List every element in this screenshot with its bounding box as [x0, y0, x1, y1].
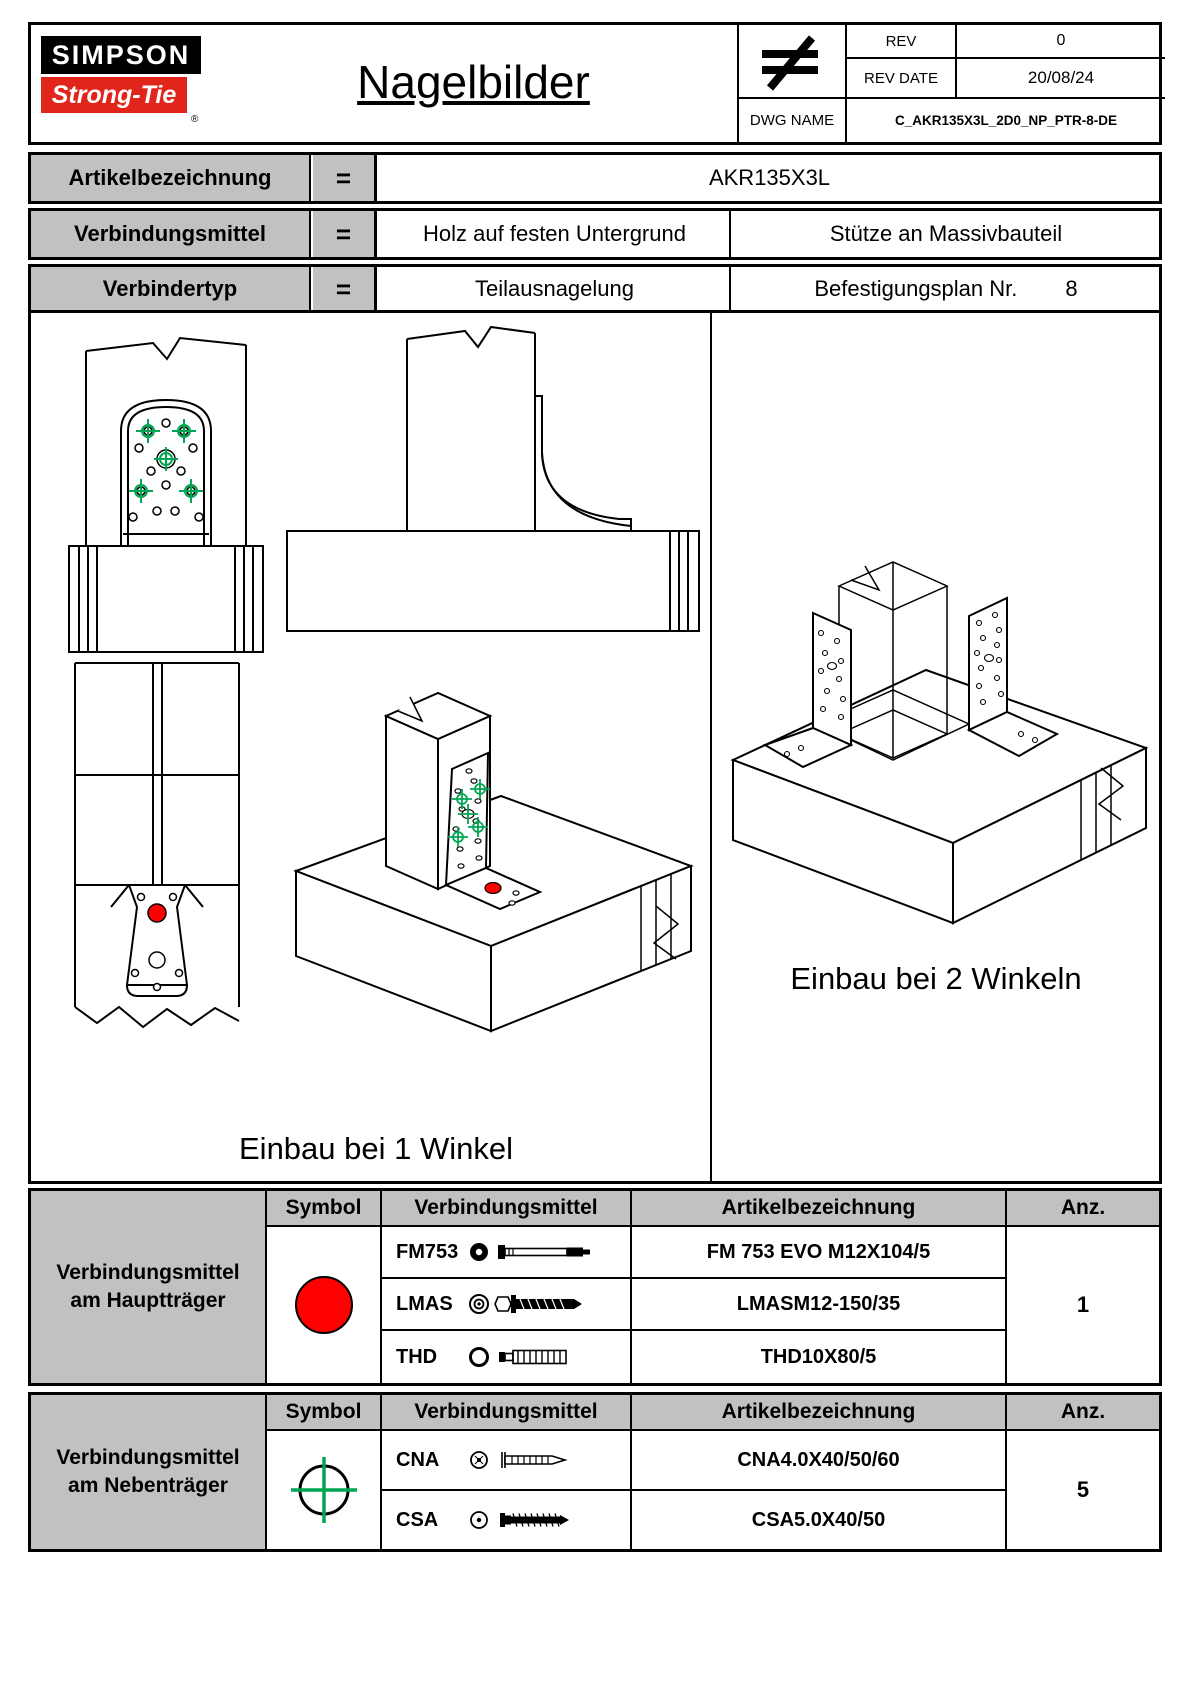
base-break-lines: [640, 874, 680, 971]
article-cell-lmas: LMASM12-150/35: [736, 1292, 901, 1315]
equals-cell: =: [313, 155, 377, 201]
info-label-cell: Verbindungsmittel: [31, 211, 311, 257]
simpson-strongtie-logo: SIMPSON Strong-Tie ®: [41, 36, 201, 125]
befestigungsplan-number: 8: [1065, 276, 1078, 301]
isometric-one-bracket-drawing: [293, 691, 694, 1033]
col-header-fastener: Verbindungsmittel: [382, 1395, 630, 1429]
col-header-article: Artikelbezeichnung: [632, 1191, 1005, 1225]
symbol-cell-red-circle: [267, 1227, 380, 1383]
bracket-right-holes: [973, 611, 1039, 744]
caption-two-brackets: Einbau bei 2 Winkeln: [790, 961, 1082, 996]
info-value-cell-1: Teilausnagelung: [380, 267, 731, 311]
symbol-cell-green-crosshair: [267, 1431, 380, 1549]
first-angle-projection-icon: [762, 35, 818, 91]
info-value-cell-2: Befestigungsplan Nr. 8: [733, 267, 1159, 311]
row-header-haupttraeger: Verbindungsmittel am Hauptträger: [31, 1191, 265, 1383]
fastener-cell-cna: CNA: [382, 1431, 630, 1489]
col-header-qty: Anz.: [1007, 1395, 1159, 1429]
qty-cell-nebentraeger: 5: [1076, 1477, 1090, 1502]
equals-cell: =: [313, 267, 377, 311]
befestigungsplan-label: Befestigungsplan Nr.: [814, 276, 1018, 301]
green-nail-markers: [129, 419, 203, 503]
drawing-area: Einbau bei 1 Winkel: [28, 310, 1162, 1184]
row-header-nebentraeger: Verbindungsmittel am Nebenträger: [31, 1395, 265, 1549]
rev-label: REV: [885, 32, 917, 50]
fastener-table-nebentraeger: Verbindungsmittel am Nebenträger Symbol …: [28, 1392, 1162, 1552]
angle-bracket-left: [762, 611, 854, 769]
bracket-left-holes: [783, 629, 847, 758]
page-title: Nagelbilder: [357, 56, 590, 108]
logo-strongtie-text: Strong-Tie: [51, 80, 177, 109]
col-header-symbol: Symbol: [267, 1191, 380, 1225]
registered-mark: ®: [191, 114, 199, 125]
rev-date-value: 20/08/24: [1027, 68, 1095, 87]
rev-value: 0: [1056, 32, 1066, 49]
logo-strongtie: Strong-Tie: [41, 77, 187, 113]
article-cell-thd: THD10X80/5: [760, 1345, 877, 1368]
info-row-artikelbezeichnung: Artikelbezeichnung = AKR135X3L: [28, 152, 1162, 204]
title-block: SIMPSON Strong-Tie ® Nagelbilder DWG NAM…: [28, 22, 1165, 145]
info-label-cell: Verbindertyp: [31, 267, 311, 311]
projection-symbol-cell: [739, 27, 845, 97]
angle-bracket-right: [966, 596, 1060, 758]
side-view-drawing: [286, 325, 700, 632]
anchor-marker-red: [147, 903, 167, 923]
article-cell-fm753: FM 753 EVO M12X104/5: [706, 1240, 931, 1263]
qty-cell-haupttraeger: 1: [1076, 1292, 1090, 1317]
article-cell-csa: CSA5.0X40/50: [751, 1508, 886, 1531]
info-label-cell: Artikelbezeichnung: [31, 155, 311, 201]
col-header-qty: Anz.: [1007, 1191, 1159, 1225]
green-nail-markers: [448, 779, 490, 847]
logo-simpson: SIMPSON: [41, 36, 201, 74]
dwg-name-label: DWG NAME: [749, 112, 835, 129]
info-row-verbindungsmittel: Verbindungsmittel = Holz auf festen Unte…: [28, 208, 1162, 260]
red-circle-symbol: [294, 1276, 353, 1334]
info-value-cell: AKR135X3L: [708, 165, 831, 190]
cna-nail-icon: [470, 1451, 568, 1469]
lmas-anchor-icon: [469, 1294, 582, 1314]
col-header-symbol: Symbol: [267, 1395, 380, 1429]
fastener-cell-thd: THD: [382, 1331, 630, 1383]
fm753-bolt-icon: [470, 1243, 590, 1261]
green-crosshair-symbol: [290, 1457, 357, 1523]
info-row-verbindertyp: Verbindertyp = Teilausnagelung Befestigu…: [28, 264, 1162, 314]
front-view-drawing: [68, 336, 264, 653]
csa-screw-icon: [470, 1511, 569, 1529]
fastener-cell-csa: CSA: [382, 1491, 630, 1549]
anchor-view-drawing: [74, 662, 240, 1029]
dwg-name-value: C_AKR135X3L_2D0_NP_PTR-8-DE: [894, 113, 1118, 128]
caption-one-bracket: Einbau bei 1 Winkel: [239, 1131, 513, 1166]
fastener-cell-lmas: LMAS: [382, 1279, 630, 1329]
logo-simpson-text: SIMPSON: [51, 39, 191, 70]
fastener-table-haupttraeger: Verbindungsmittel am Hauptträger Symbol …: [28, 1188, 1162, 1386]
fastener-cell-fm753: FM753: [382, 1227, 630, 1277]
thd-screw-anchor-icon: [469, 1347, 567, 1367]
article-cell-cna: CNA4.0X40/50/60: [737, 1448, 900, 1471]
col-header-fastener: Verbindungsmittel: [382, 1191, 630, 1225]
isometric-two-brackets-drawing: [730, 561, 1149, 925]
col-header-article: Artikelbezeichnung: [632, 1395, 1005, 1429]
base-break-lines: [1080, 766, 1125, 860]
info-value-cell-2: Stütze an Massivbauteil: [829, 221, 1063, 246]
equals-cell: =: [313, 211, 377, 257]
rev-date-label: REV DATE: [864, 69, 938, 87]
info-value-cell-1: Holz auf festen Untergrund: [380, 211, 731, 257]
anchor-marker-red: [484, 881, 502, 895]
